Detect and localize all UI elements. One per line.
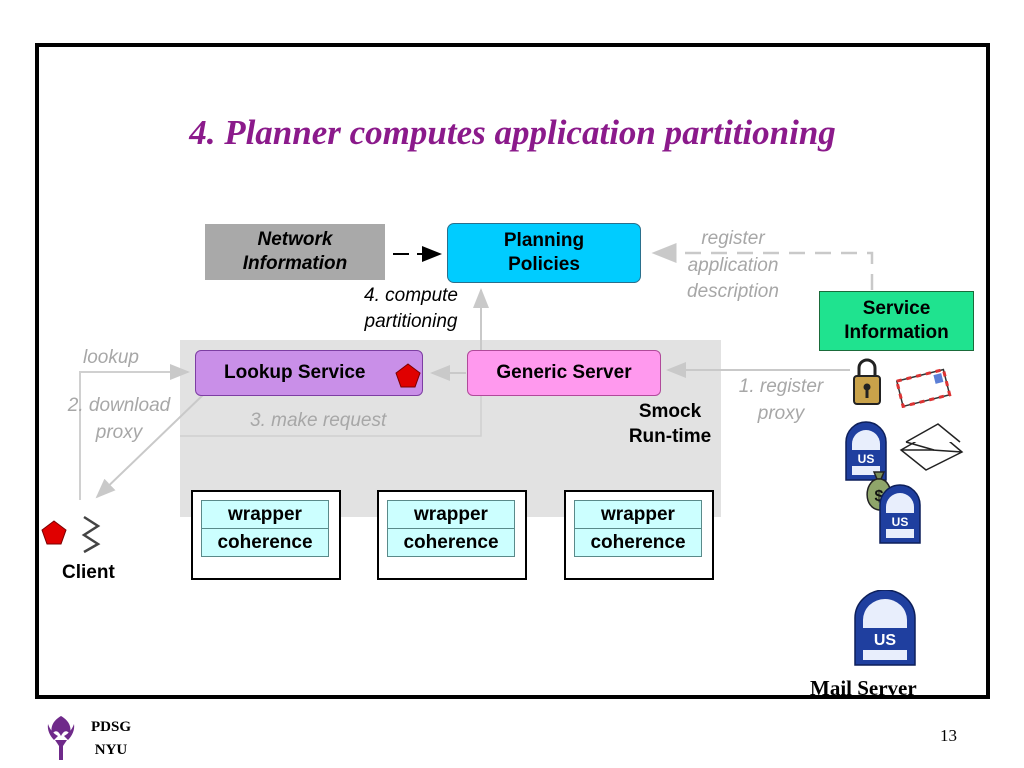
lock-icon [853,358,881,405]
register-description-line1: register [701,228,765,249]
download-proxy-line2: proxy [95,421,143,443]
wrapper-label-1: wrapper [202,501,328,529]
mailbox-icon-1: US [845,421,887,481]
page-number: 13 [940,726,957,745]
wrapper-component-1: wrapper coherence [191,490,341,580]
network-information-line2: Information [242,253,348,274]
mailbox-badge-1: US [858,452,875,466]
coherence-label-2: coherence [403,532,499,553]
planning-policies-line1: Planning [503,230,585,252]
download-proxy-line1: 2. download [67,395,171,416]
lookup-proxy-pentagon-icon [395,363,421,388]
coherence-label-3: coherence [590,532,686,553]
register-proxy-line1: 1. register [738,376,824,397]
compute-partitioning-line2: partitioning [364,310,458,332]
lookup-arrow [79,364,190,500]
slide-title: 4. Planner computes application partitio… [189,113,836,152]
network-information-box: Network Information [205,224,385,280]
register-description-line3: description [687,281,779,303]
lookup-service-box: Lookup Service [195,350,423,396]
download-proxy-label: 2. download proxy [53,393,185,446]
mailbox-icon-2: US [879,484,921,544]
wrapper-component-2: wrapper coherence [377,490,527,580]
wrapper-label-3: wrapper [575,501,701,529]
smock-runtime-line1: Smock [638,401,702,422]
money-symbol: $ [875,488,884,505]
make-request-label: 3. make request [250,410,387,431]
make-request-line [180,396,482,437]
mail-server-mailbox-icon: US [854,590,916,666]
client-label: Client [62,562,115,583]
client-spring-icon [81,515,101,554]
wrapper-coherence-stack-2: wrapper coherence [387,500,515,557]
smock-runtime-label: Smock Run-time [612,400,728,449]
mailbox-badge-2: US [892,515,909,529]
footer-line1: PDSG [90,719,131,735]
compute-partitioning-label: 4. compute partitioning [346,283,476,334]
wrapper-coherence-stack-1: wrapper coherence [201,500,329,557]
wrapper-coherence-stack-3: wrapper coherence [574,500,702,557]
download-proxy-arrow [95,392,206,499]
register-description-label: register application description [668,226,798,306]
service-information-line2: Information [844,322,949,343]
planning-policies-box: Planning Policies [447,223,641,283]
client-pentagon-icon [41,520,67,545]
service-information-box: Service Information [819,291,974,351]
register-proxy-label: 1. register proxy [724,374,838,427]
mail-server-badge: US [874,632,897,649]
register-proxy-line2: proxy [757,402,805,424]
generic-server-box: Generic Server [467,350,661,396]
generic-server-label: Generic Server [496,362,632,384]
register-description-arrow [651,243,874,290]
service-information-line1: Service [862,298,931,320]
footer-line2: NYU [94,742,128,758]
envelope-icon [894,367,952,408]
footer-organization: PDSG NYU [85,716,137,762]
nyu-torch-logo-icon [47,716,75,760]
mail-server-label: Mail Server [810,676,917,700]
wrapper-label-2: wrapper [388,501,514,529]
letters-icon [899,423,964,471]
coherence-label-1: coherence [217,532,313,553]
register-description-line2: application [687,254,779,276]
network-information-line1: Network [257,229,333,251]
planning-policies-line2: Policies [508,254,580,275]
smock-runtime-line2: Run-time [628,425,712,447]
slide-frame [35,43,990,699]
compute-partitioning-line1: 4. compute [364,285,458,306]
wrapper-component-3: wrapper coherence [564,490,714,580]
lookup-label: lookup [83,347,139,368]
lookup-service-label: Lookup Service [224,362,366,384]
